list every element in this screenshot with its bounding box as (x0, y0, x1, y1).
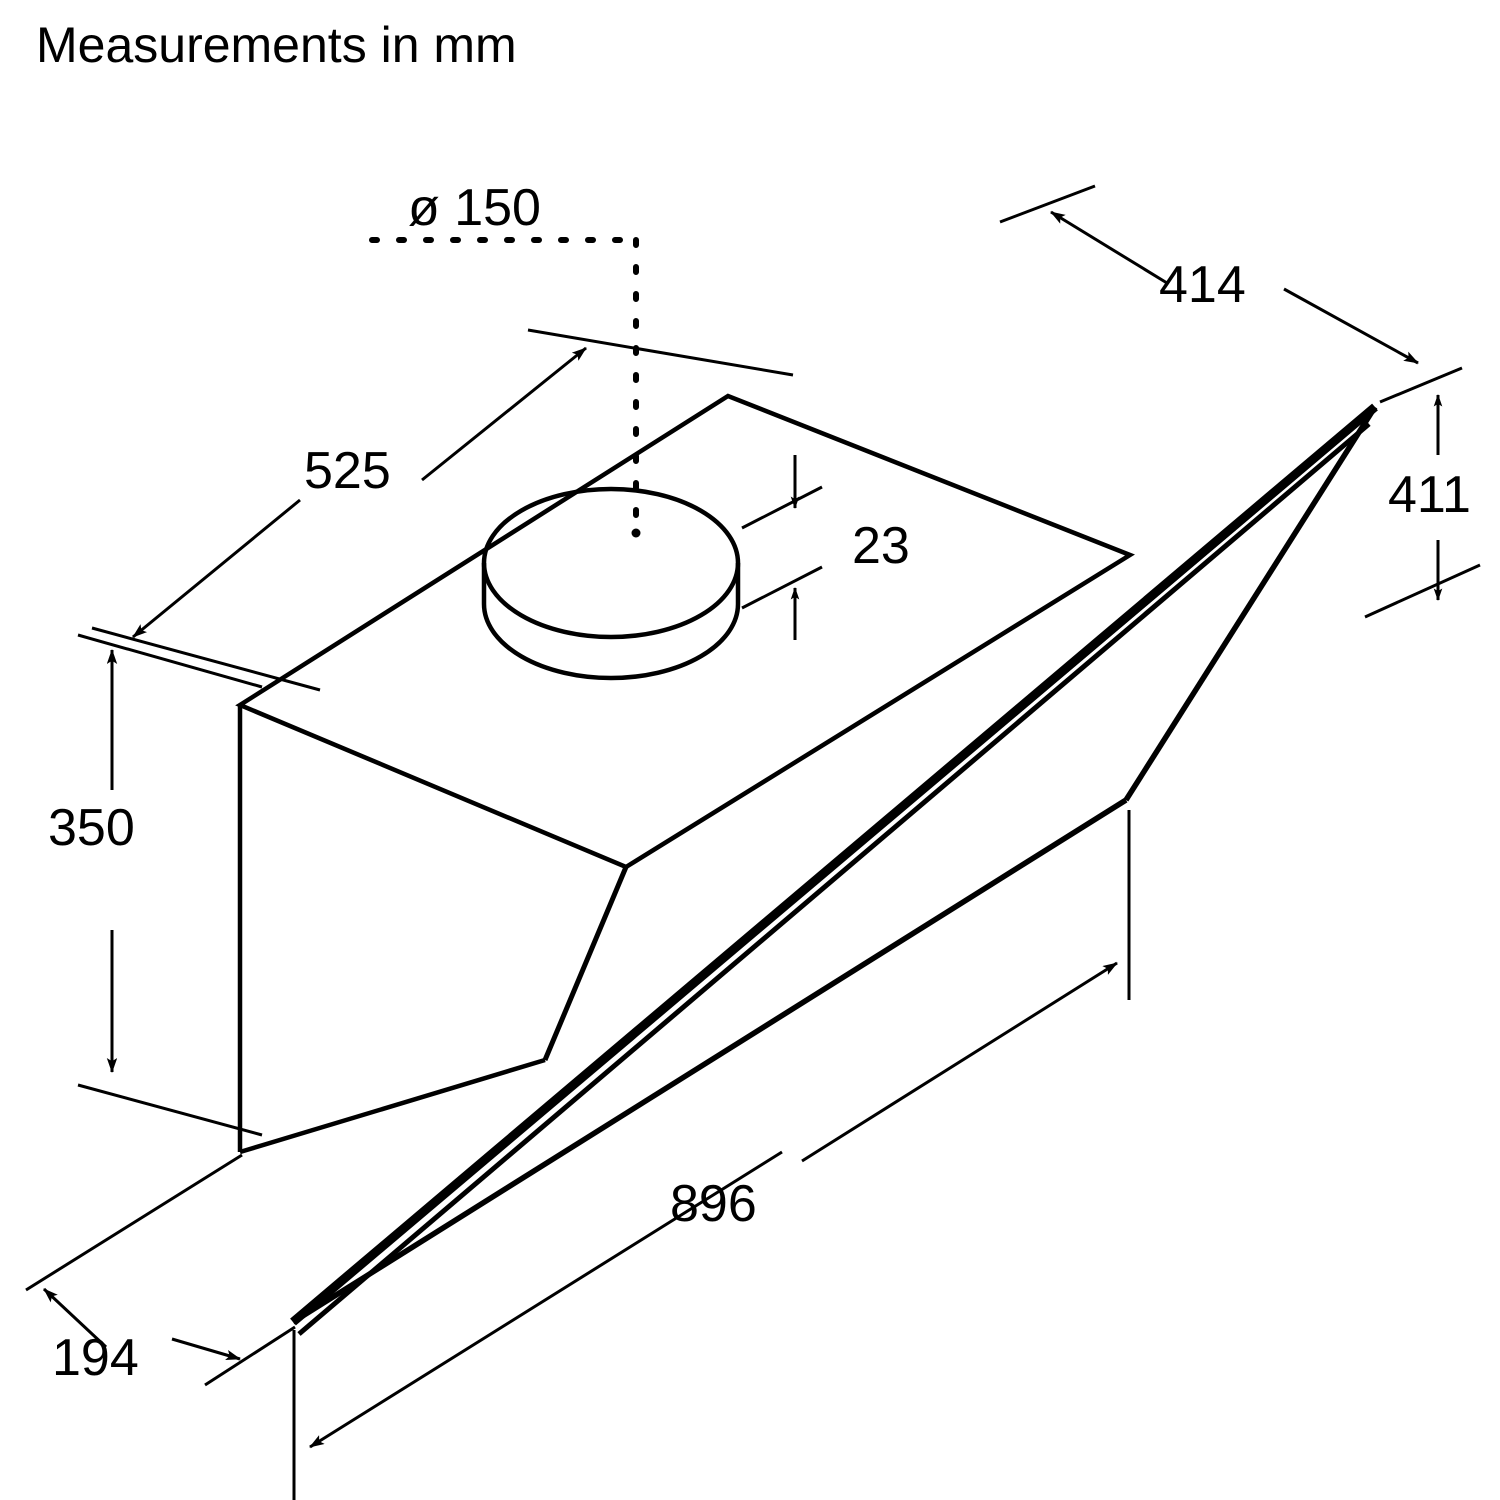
ext-line-525-upper (527, 328, 794, 377)
arrow-194-right (171, 1337, 241, 1361)
dim-label-glass-height: 411 (1388, 466, 1471, 524)
ext-line-194-left (25, 1153, 243, 1292)
dim-label-overall-width: 896 (670, 1175, 757, 1233)
glass-panel-bend-crease (542, 866, 629, 1061)
ext-line-194-right (204, 1325, 296, 1387)
dim-body-height: 350 (48, 633, 263, 1137)
duct-center-point (631, 528, 641, 538)
dim-front-offset: 194 (25, 1153, 296, 1387)
body-bottom-front-edge (239, 1057, 546, 1155)
dim-label-duct-diameter: ø 150 (408, 179, 541, 237)
dim-glass-height: 411 (1364, 394, 1481, 619)
ext-line-414-right (1379, 366, 1463, 404)
dim-duct-collar-height: 23 (741, 455, 910, 640)
dim-label-glass-depth: 414 (1159, 256, 1246, 314)
duct-collar-top-ellipse (481, 486, 741, 640)
glass-panel-right-edge (1123, 405, 1378, 802)
arrow-414-right (1283, 287, 1419, 365)
dim-label-body-height: 350 (48, 799, 135, 857)
glass-panel-top-edge-inner (297, 422, 1371, 1336)
dim-overall-width: 896 (292, 810, 1131, 1500)
ext-line-350-upper (77, 633, 263, 689)
hood-body-outline (235, 393, 1135, 1155)
dim-duct-diameter: ø 150 (369, 179, 639, 536)
dim-label-top-depth: 525 (304, 442, 391, 500)
glass-panel-top-edge (290, 403, 1378, 1326)
arrow-525-up (421, 346, 587, 482)
glass-panel (290, 403, 1378, 1336)
ext-line-411-lower (1364, 563, 1481, 619)
duct-collar-side-wall (481, 563, 741, 681)
ext-line-350-lower (77, 1083, 263, 1137)
ext-line-23-lower (741, 565, 823, 610)
arrow-194-left (42, 1287, 108, 1349)
arrow-525-down (132, 498, 301, 639)
ext-line-414-left (999, 184, 1096, 224)
body-top-face (235, 393, 1135, 870)
arrow-896-left (309, 1150, 783, 1449)
duct-collar (481, 486, 741, 681)
ext-line-525-lower (91, 626, 321, 692)
dim-top-depth: 525 (91, 328, 794, 692)
page-title: Measurements in mm (36, 17, 517, 73)
dim-label-duct-collar-height: 23 (852, 517, 910, 575)
glass-panel-bottom-edge (291, 797, 1128, 1325)
arrow-896-right (801, 961, 1118, 1163)
dim-label-front-offset: 194 (52, 1329, 139, 1387)
arrow-414-left (1050, 210, 1168, 285)
dim-glass-depth: 414 (999, 184, 1463, 404)
glass-thickness-gap (295, 415, 1373, 1331)
ext-line-23-upper (741, 485, 823, 530)
